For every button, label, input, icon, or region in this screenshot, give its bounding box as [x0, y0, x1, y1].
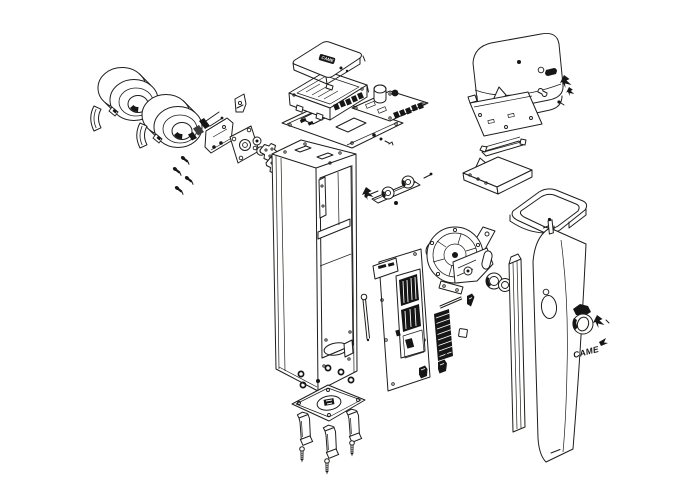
cabinet-body	[271, 139, 358, 392]
drum-fixing-screws	[171, 154, 196, 196]
head-trim-frame	[509, 188, 588, 234]
square-ring	[458, 328, 468, 338]
lid-logo-sticker: CAME	[318, 53, 336, 65]
service-access-lid: CAME	[292, 41, 362, 91]
boom-roller-bracket	[364, 172, 433, 205]
lock-fixing-screw	[593, 315, 610, 328]
gearmotor-assembly	[425, 226, 496, 295]
bearing-flange-plate	[229, 125, 266, 164]
pcb-hardware	[372, 133, 394, 146]
lid-fasteners	[339, 55, 369, 93]
drum-clamp-upper	[90, 105, 102, 132]
output-shaft-coupling	[188, 111, 224, 141]
door-lock-cylinder	[572, 304, 594, 335]
motor-hardware	[439, 293, 475, 309]
door-edge-profile	[508, 253, 526, 433]
electronics-enclosure	[288, 70, 368, 121]
shaft-coupling-nuts	[485, 272, 512, 292]
release-rod	[360, 293, 370, 342]
lid-logo-text: CAME	[321, 55, 334, 63]
shaft-support-bracket	[204, 117, 234, 154]
flasher-support-plate	[462, 156, 533, 195]
ventilation-grille	[434, 309, 454, 361]
foundation-washers	[297, 364, 355, 393]
control-unit	[395, 268, 426, 359]
foundation-base-plate	[291, 384, 366, 422]
corner-bracket	[234, 93, 247, 113]
cabinet-door-panel	[532, 217, 587, 463]
control-pcb	[351, 84, 429, 122]
head-mounting-bracket	[467, 86, 543, 137]
cross-member	[479, 136, 527, 157]
small-clips	[419, 352, 448, 379]
cover-fasteners	[537, 68, 575, 106]
drum-clamp-lower	[136, 122, 148, 149]
